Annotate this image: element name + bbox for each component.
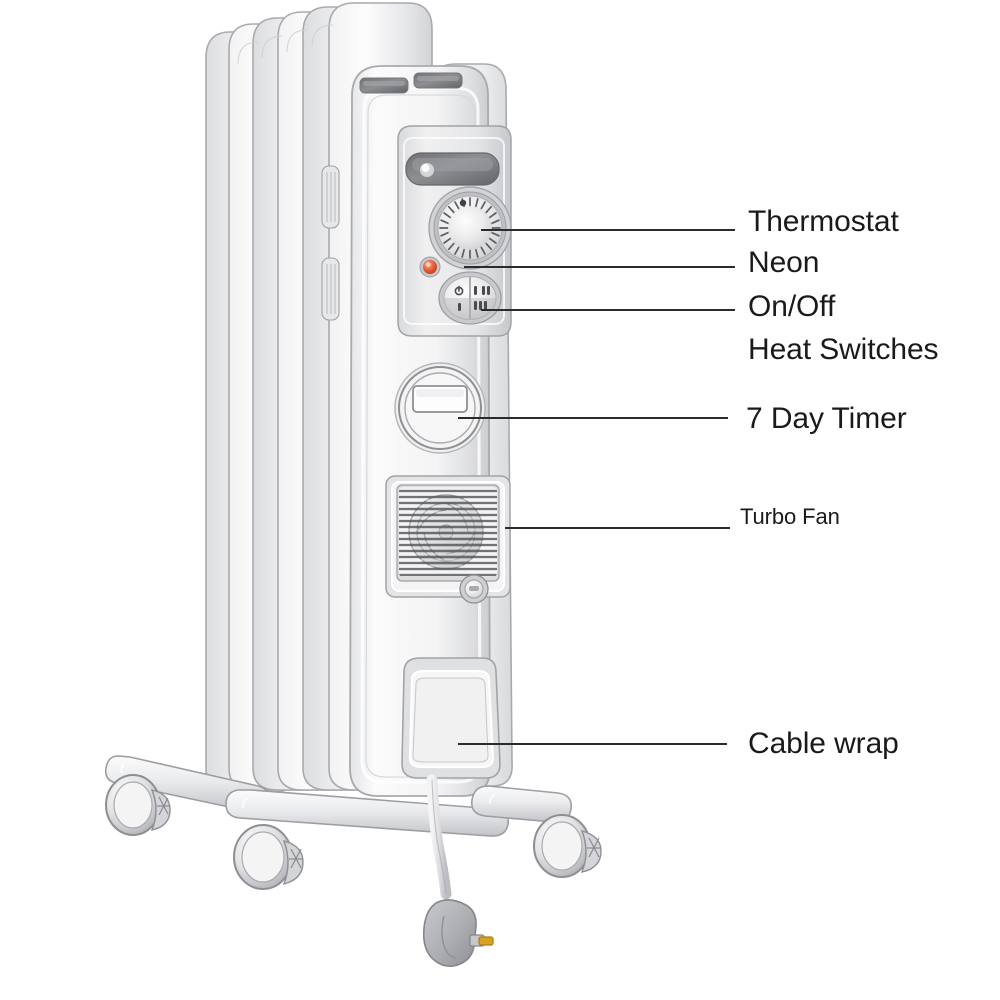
caster-wheel xyxy=(233,824,304,890)
thermostat-ticks xyxy=(439,197,501,259)
seven-day-timer-dial[interactable] xyxy=(394,362,486,454)
caster-wheel xyxy=(105,774,171,836)
callout-label-neon: Neon xyxy=(748,246,820,279)
callout-label-turbo-fan: Turbo Fan xyxy=(740,504,840,529)
grille-slats xyxy=(399,489,497,577)
thermostat-index-marker xyxy=(459,199,467,207)
callout-label-thermostat: Thermostat xyxy=(748,205,899,238)
power-cord xyxy=(426,774,452,900)
turbo-fan-grille xyxy=(399,487,497,577)
callout-label-heat-switches: Heat Switches xyxy=(748,333,939,366)
neon-lamp xyxy=(419,256,441,278)
top-vent-slots xyxy=(359,72,463,94)
switch-markings xyxy=(454,285,490,311)
thermostat-dial[interactable] xyxy=(428,186,512,270)
display-recess xyxy=(405,152,500,186)
caster-wheel xyxy=(533,814,602,878)
fan-control-knob[interactable] xyxy=(459,574,489,604)
plug-pin xyxy=(478,936,494,946)
callout-label-on-off: On/Off xyxy=(748,290,836,323)
turbo-fan-assembly xyxy=(385,475,511,604)
mains-plug xyxy=(422,899,494,968)
callout-label-cable-wrap: Cable wrap xyxy=(748,727,899,760)
base-and-casters xyxy=(104,755,602,890)
side-vent-slots xyxy=(321,165,340,321)
callout-label-seven-day-timer: 7 Day Timer xyxy=(746,402,907,435)
